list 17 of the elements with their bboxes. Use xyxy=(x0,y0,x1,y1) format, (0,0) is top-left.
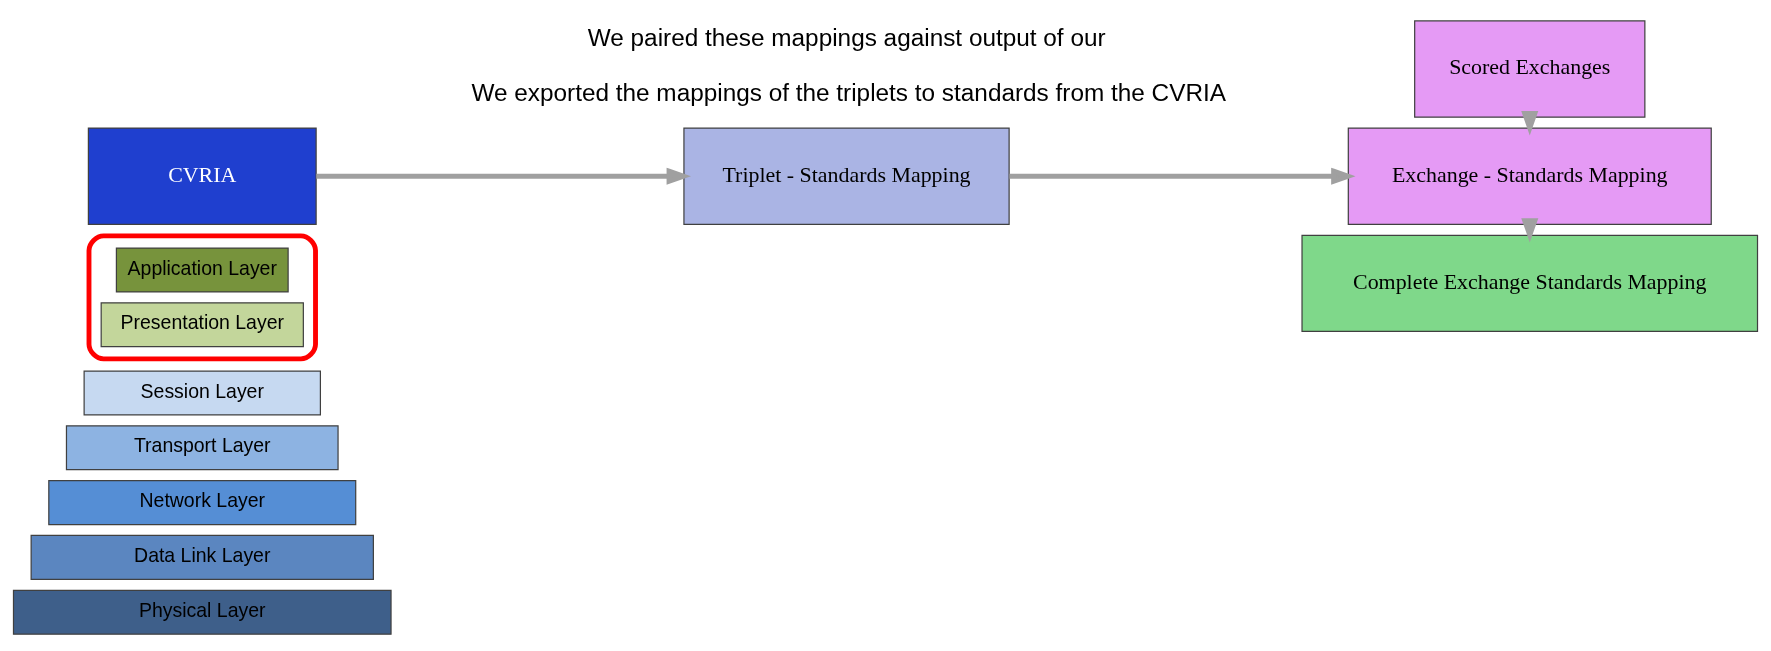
label: We paired these mappings against output of our xyxy=(587,23,1106,51)
node-box: CVRIA xyxy=(87,127,317,225)
label: We exported the mappings of the triplets to standards from the CVRIA xyxy=(471,78,1227,106)
node-box: Physical Layer xyxy=(12,589,392,635)
arrow xyxy=(1009,167,1356,185)
node-box: Network Layer xyxy=(48,479,357,525)
cluster xyxy=(86,232,318,361)
arrow xyxy=(1521,110,1539,135)
node-box: Data Link Layer xyxy=(30,534,374,580)
node-box: Presentation Layer xyxy=(100,301,304,347)
arrow xyxy=(1521,217,1539,243)
node-box: Transport Layer xyxy=(65,424,339,470)
node-box: Application Layer xyxy=(115,246,289,292)
arrow xyxy=(316,167,691,185)
node-box: Session Layer xyxy=(83,369,321,416)
node-box: Triplet - Standards Mapping xyxy=(683,127,1010,225)
node-box: Complete Exchange Standards Mapping xyxy=(1301,234,1759,332)
